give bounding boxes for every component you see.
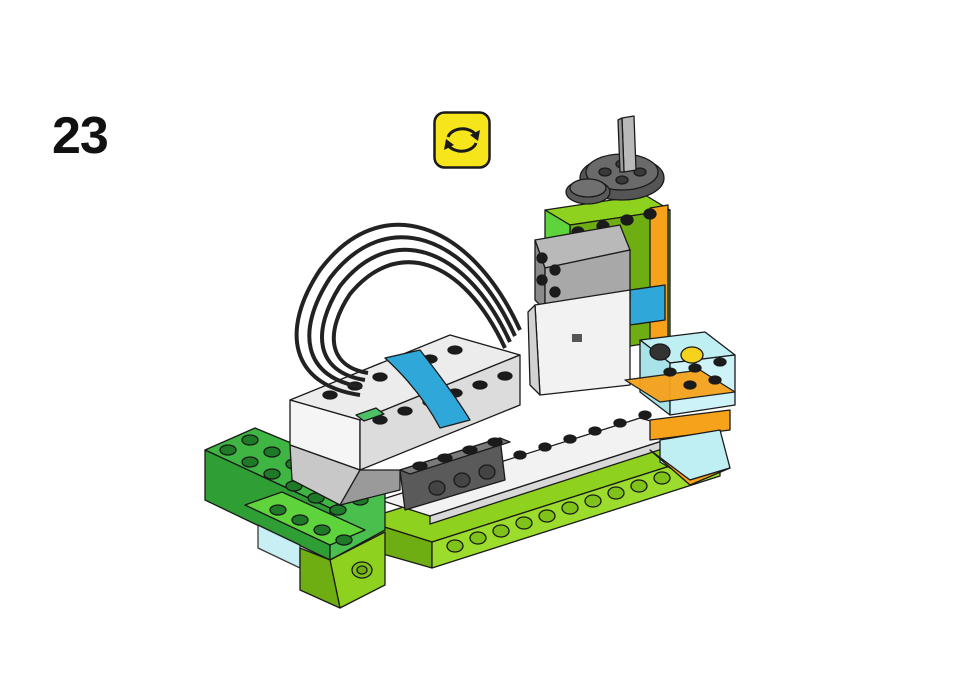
gear-small xyxy=(565,178,611,205)
rotate-arrow-bottom xyxy=(446,142,478,153)
rotate-model-icon xyxy=(433,111,491,169)
rotate-arrowhead-top xyxy=(470,130,480,141)
grey-beam xyxy=(399,437,511,511)
step-number: 23 xyxy=(52,107,109,165)
rotate-arrowhead-bottom xyxy=(444,139,454,150)
axle xyxy=(617,115,637,173)
rotate-arrow-top xyxy=(446,127,478,138)
motion-sensor xyxy=(680,346,704,364)
right-tower xyxy=(624,331,736,486)
azure-strap xyxy=(384,349,471,429)
badge-background xyxy=(433,111,491,169)
hub-power-button xyxy=(355,407,385,422)
white-strip-studs xyxy=(513,410,652,460)
motor xyxy=(527,224,631,396)
black-cable xyxy=(294,222,522,397)
lime-corner-block xyxy=(299,531,386,609)
